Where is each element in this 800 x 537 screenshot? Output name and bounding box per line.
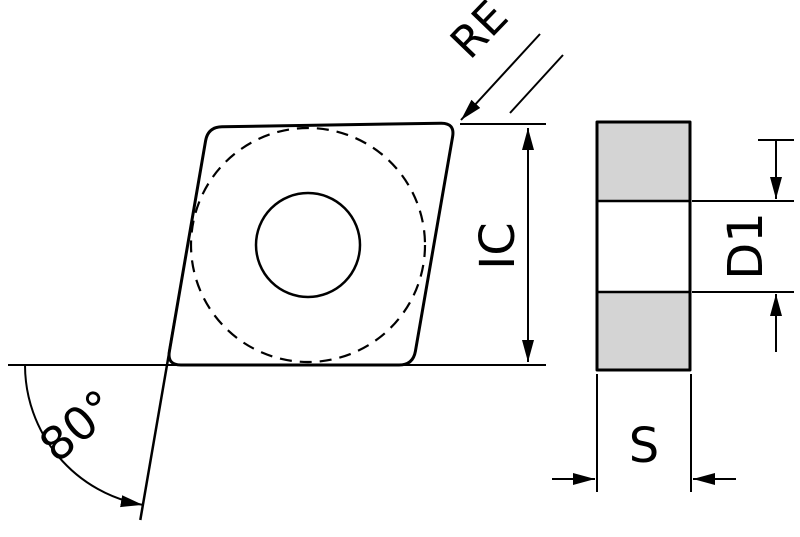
side-view-bottom-band <box>597 292 690 370</box>
corner-radius-leader-line <box>460 33 541 121</box>
side-view-outline <box>595 120 692 372</box>
corner-radius-parallel-line <box>509 54 564 114</box>
corner-radius-label: RE <box>441 0 518 69</box>
center-hole <box>254 191 362 299</box>
angle-dimension-arc <box>24 364 143 508</box>
s-label: S <box>629 418 659 474</box>
side-view-top-band <box>597 122 690 201</box>
d1-label: D1 <box>718 212 774 280</box>
insert-front-outline <box>167 121 455 367</box>
ic-label: IC <box>470 222 526 270</box>
inscribed-circle <box>189 126 427 364</box>
angle-label: 80° <box>29 379 126 473</box>
